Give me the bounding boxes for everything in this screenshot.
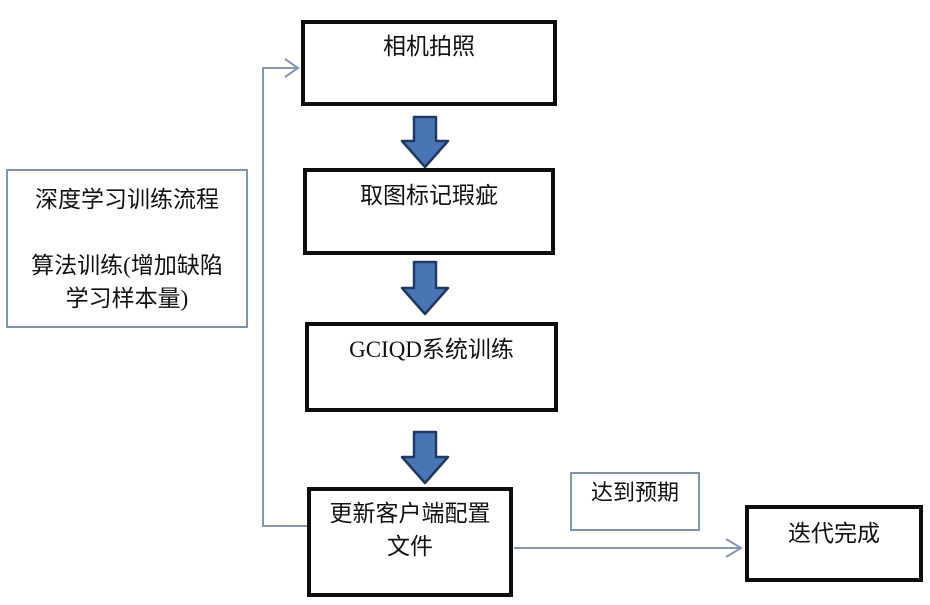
node-mark-defects-label: 取图标记瑕疵 bbox=[360, 183, 498, 208]
node-system-training: GCIQD系统训练 bbox=[305, 322, 558, 412]
done-arrowhead-icon bbox=[725, 538, 743, 558]
expectation-label: 达到预期 bbox=[590, 480, 679, 505]
feedback-loop-connector bbox=[262, 58, 307, 527]
side-note-line3: 学习样本量) bbox=[65, 286, 189, 311]
down-block-arrow-1 bbox=[400, 115, 450, 169]
node-system-training-label: GCIQD系统训练 bbox=[349, 337, 514, 362]
side-note-spacer bbox=[8, 216, 246, 249]
node-update-config-label-line2: 文件 bbox=[387, 534, 433, 560]
side-note-box: 深度学习训练流程 算法训练(增加缺陷 学习样本量) bbox=[6, 169, 248, 328]
down-block-arrow-2 bbox=[400, 260, 450, 316]
side-note-line1: 深度学习训练流程 bbox=[35, 187, 219, 212]
node-update-config: 更新客户端配置 文件 bbox=[307, 487, 513, 597]
expectation-label-box: 达到预期 bbox=[570, 472, 700, 531]
node-iteration-done-label: 迭代完成 bbox=[788, 521, 880, 546]
down-block-arrow-3 bbox=[400, 430, 450, 485]
feedback-arrowhead-icon bbox=[284, 58, 300, 78]
iteration-done-connector bbox=[514, 538, 743, 558]
node-iteration-done: 迭代完成 bbox=[745, 505, 923, 582]
node-update-config-label-line1: 更新客户端配置 bbox=[329, 501, 491, 526]
side-note-line2: 算法训练(增加缺陷 bbox=[31, 253, 223, 278]
node-mark-defects: 取图标记瑕疵 bbox=[303, 168, 555, 255]
node-camera-capture: 相机拍照 bbox=[301, 20, 557, 106]
node-camera-capture-label: 相机拍照 bbox=[383, 34, 475, 59]
